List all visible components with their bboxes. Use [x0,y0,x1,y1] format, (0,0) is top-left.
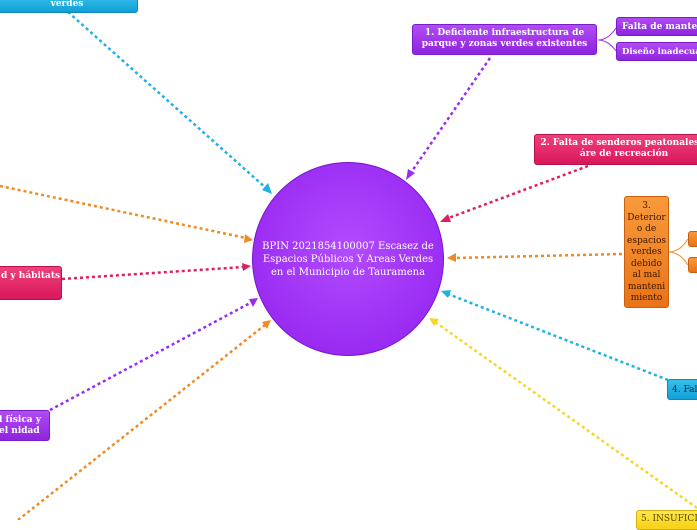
node-left-pink[interactable]: d y hábitats [0,266,62,300]
node-4[interactable]: 4. Falt [667,379,697,400]
node-3b[interactable] [688,257,697,273]
node-1-label: 1. Deficiente infraestructura de parque … [421,28,588,49]
connector-n5 [434,320,697,510]
node-1b-label: Diseño inadecuado [622,47,697,57]
node-top-left-label: verdes [50,0,84,9]
node-3a[interactable] [688,231,697,247]
node-4-label: 4. Falt [672,385,697,395]
connector-left-orange-bottom [17,324,266,520]
node-left-purple-label: l física y el nidad [0,415,42,436]
connector-left-pink [61,265,245,281]
node-5-label: 5. INSUFICIEN [641,514,697,524]
connector-n1 [408,57,492,175]
node-3[interactable]: 3. Deterior o de espacios verdes debido … [624,196,669,308]
connector-left-orange-top [0,184,247,240]
node-2-label: 2. Falta de senderos peatonales y áre de… [540,138,697,159]
node-left-purple[interactable]: l física y el nidad [0,410,50,441]
node-5[interactable]: 5. INSUFICIEN [636,510,697,530]
connector-left-purple [49,300,253,412]
connector-top-left [67,11,267,189]
central-topic-label: BPIN 2021854100007 Escasez de Espacios P… [262,240,434,278]
connector-n3 [453,252,623,260]
connector-n2 [445,164,589,221]
node-3-label: 3. Deterior o de espacios verdes debido … [627,201,667,303]
node-top-left[interactable]: verdes [0,0,138,13]
central-topic[interactable]: BPIN 2021854100007 Escasez de Espacios P… [252,162,444,356]
node-1[interactable]: 1. Deficiente infraestructura de parque … [412,24,597,55]
node-left-pink-label: d y hábitats [1,271,61,281]
node-1b[interactable]: Diseño inadecuado [616,42,697,61]
node-2[interactable]: 2. Falta de senderos peatonales y áre de… [534,134,697,165]
